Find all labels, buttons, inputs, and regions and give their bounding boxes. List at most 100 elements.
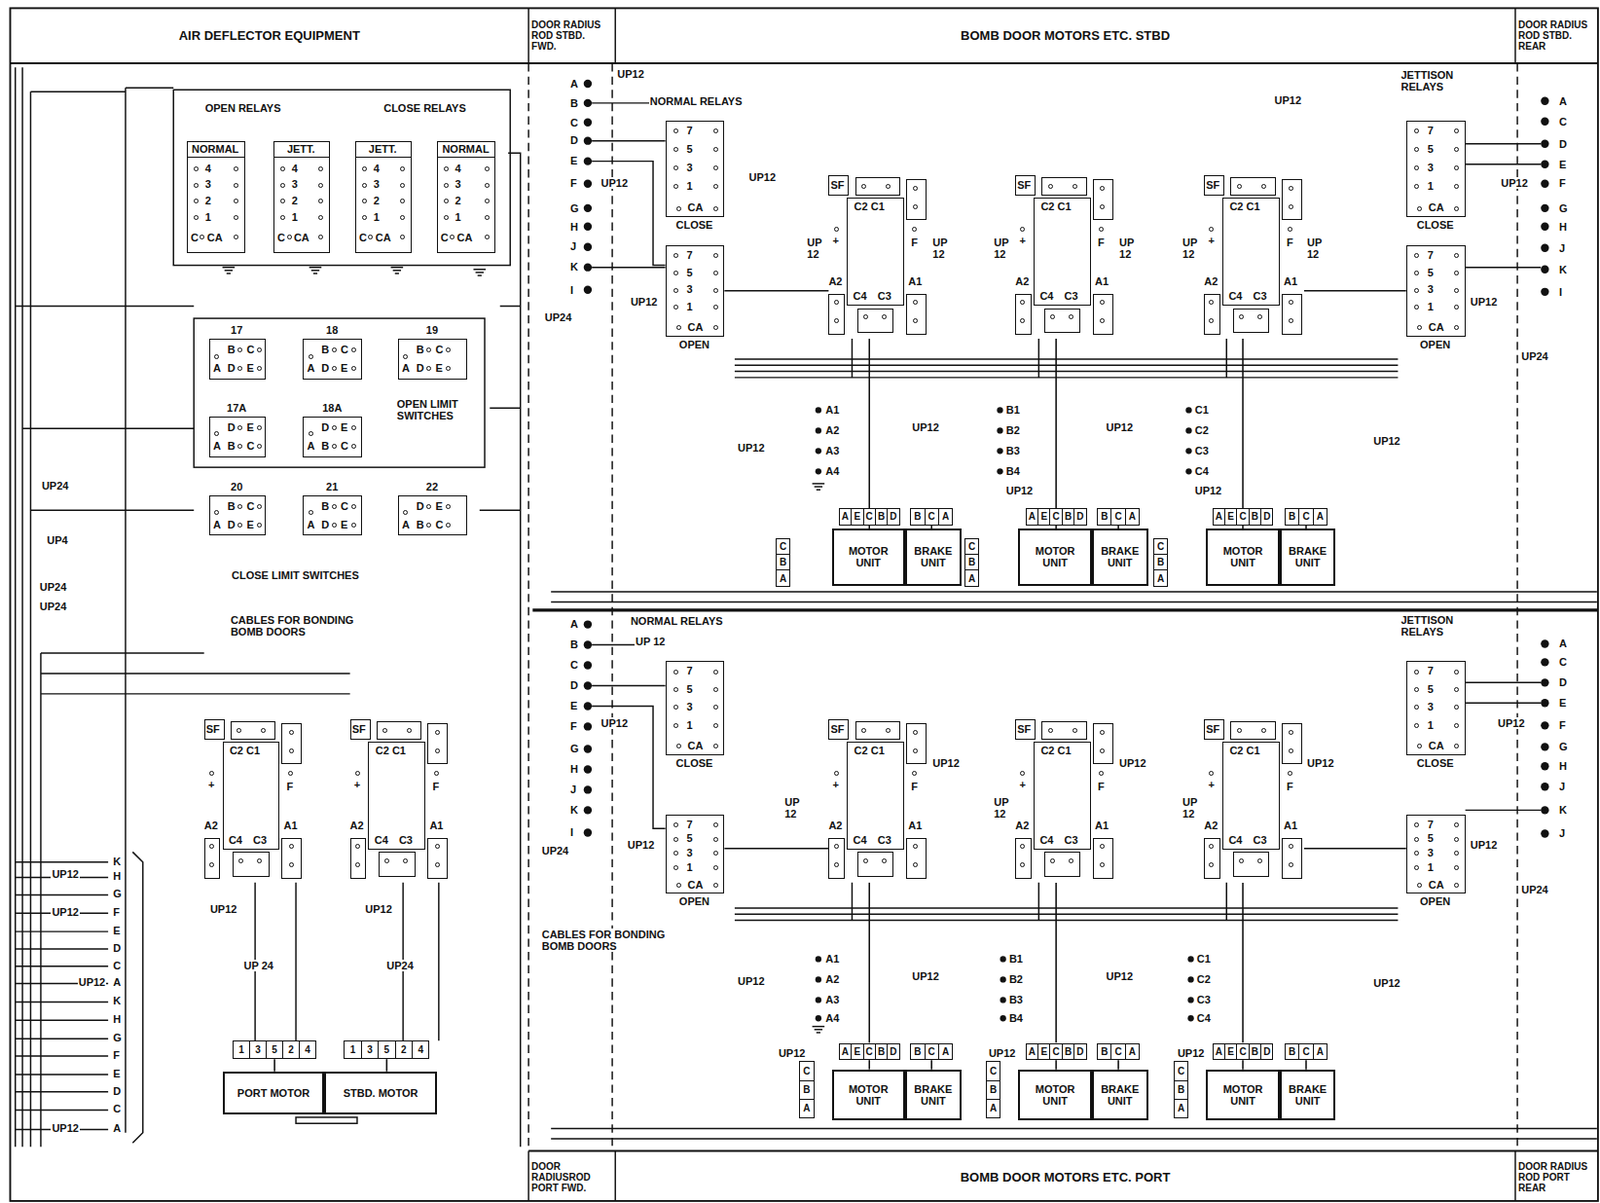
pin-terminal	[1454, 836, 1459, 842]
wire-label: UP12	[1306, 757, 1336, 769]
terminal-label: 3	[250, 1041, 267, 1058]
terminal-label: 3	[362, 1041, 379, 1058]
terminal-label: A	[1313, 1044, 1327, 1060]
limit-switch: 18AADEBC	[302, 416, 363, 458]
unit-label: PORT MOTOR	[237, 1087, 310, 1099]
pin-terminal	[426, 522, 432, 528]
motor-unit: PORT MOTOR	[222, 1071, 326, 1115]
wire-label: UP4	[45, 534, 69, 546]
terminal-strip: CBA	[799, 1060, 815, 1119]
pin-terminal	[713, 165, 719, 171]
pin-label: 5	[687, 143, 693, 155]
wire-connector	[273, 1058, 276, 1072]
contactor: SFC2 C1+FA2C4C3A1	[828, 719, 929, 883]
wire-label: J	[1558, 242, 1566, 255]
pin-label: SF	[1205, 723, 1220, 735]
terminal-label: E	[1038, 509, 1051, 525]
terminal-label: 2	[283, 1041, 300, 1058]
wire-label: UP 12	[805, 236, 831, 260]
terminal-strip: BCA	[1284, 1043, 1328, 1061]
wire-label: UP12	[209, 903, 239, 915]
pin-label: A1	[283, 819, 297, 832]
pin-label: 4	[205, 162, 212, 175]
pin-label: 19	[399, 324, 466, 336]
wire-label: K	[569, 803, 580, 816]
pin-terminal	[351, 443, 357, 449]
pin-terminal	[1414, 146, 1419, 152]
pin-terminal	[1414, 669, 1419, 675]
relay-box: JETT.4321CCA	[273, 141, 330, 254]
pin-terminal	[1099, 185, 1105, 191]
pin-terminal	[863, 858, 869, 864]
pin-terminal	[1019, 226, 1025, 232]
relay-box: CLOSE7531CA	[1406, 660, 1466, 756]
pin-label: CA	[688, 201, 704, 214]
section-title: BOMB DOOR MOTORS ETC. PORT	[960, 1169, 1171, 1185]
pin-terminal	[355, 843, 361, 849]
terminal-strip: AECBD	[1025, 1043, 1088, 1061]
wire-label: UP12	[629, 295, 659, 308]
pin-terminal	[355, 770, 361, 776]
wire-label: A1	[824, 403, 840, 416]
pin-label: CA	[1428, 321, 1445, 333]
wire-label: UP12	[1469, 295, 1499, 308]
pin-terminal	[193, 166, 199, 172]
pin-terminal	[280, 198, 286, 204]
terminal-label: A	[1026, 509, 1039, 525]
pin-terminal	[445, 365, 451, 371]
section-header: BOMB DOOR MOTORS ETC. PORT	[615, 1151, 1516, 1203]
pin-label: 7	[1427, 249, 1434, 261]
wire-label: UP 24	[243, 959, 275, 972]
wire-label: UP12	[910, 970, 941, 982]
pin-label: C3	[1252, 290, 1267, 302]
terminal-label: B	[986, 1081, 1001, 1100]
pin-terminal	[214, 509, 219, 515]
wire-label: UP24	[385, 959, 415, 972]
wire-label: D	[1558, 676, 1568, 689]
limit-switch: 18ABCDE	[302, 338, 363, 380]
pin-terminal	[673, 165, 679, 171]
pin-label: D	[321, 362, 329, 374]
wire-label: UP24	[38, 600, 69, 613]
pin-terminal	[713, 206, 719, 212]
pin-label: CA	[293, 231, 310, 244]
wire-connector	[1054, 338, 1057, 509]
pin-label: +	[1207, 234, 1214, 247]
terminal-label: B	[1285, 1044, 1300, 1060]
pin-terminal	[237, 347, 243, 353]
pin-label: 7	[687, 249, 693, 261]
pin-terminal	[713, 304, 719, 310]
pin-label: +	[833, 234, 839, 247]
pin-label: E	[340, 518, 348, 531]
terminal-label: B	[1249, 1044, 1262, 1060]
pin-terminal	[1417, 325, 1422, 330]
pin-terminal	[435, 843, 440, 849]
pin-terminal	[445, 504, 451, 510]
pin-label: 4	[454, 162, 461, 175]
pin-label: 3	[1427, 283, 1434, 295]
pin-terminal	[713, 687, 719, 692]
pin-label: 7	[1427, 664, 1434, 677]
pin-terminal	[1414, 687, 1419, 692]
terminal-strip: AECBD	[1212, 508, 1274, 526]
pin-terminal	[1414, 723, 1419, 728]
pin-label: 5	[1427, 832, 1434, 844]
terminal-label: 5	[266, 1041, 284, 1058]
pin-terminal	[1048, 183, 1054, 189]
pin-terminal	[484, 234, 490, 240]
wire-label: UP 12	[992, 236, 1018, 260]
terminal-label: A	[839, 1044, 852, 1060]
wire-label: UP24	[541, 844, 571, 857]
pin-terminal	[1454, 687, 1459, 692]
pin-terminal	[673, 723, 679, 728]
terminal-label: A	[965, 570, 980, 585]
pin-label: F	[1286, 236, 1294, 249]
pin-label: 3	[291, 178, 298, 190]
terminal-block	[857, 851, 895, 876]
pin-label: 1	[687, 861, 693, 873]
wire-label: H	[1558, 220, 1568, 233]
pin-label: E	[247, 362, 255, 374]
pin-terminal	[1236, 183, 1242, 189]
pin-terminal	[443, 166, 449, 172]
